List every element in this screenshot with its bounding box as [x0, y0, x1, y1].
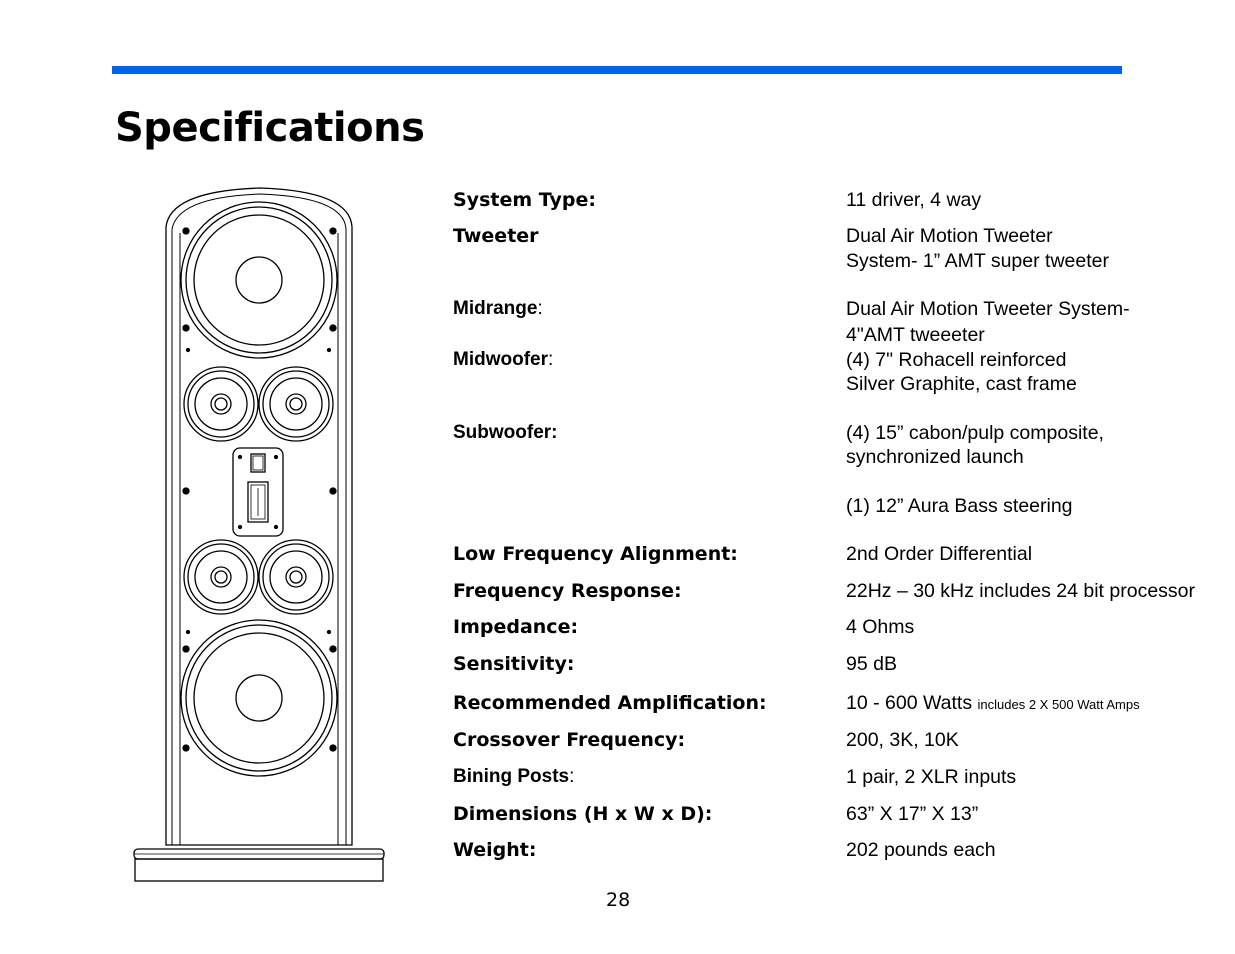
spec-value-subwoofer-line2: synchronized launch: [846, 446, 1024, 468]
cabinet-outline: [165, 187, 353, 846]
spec-value-crossover-frequency: 200, 3K, 10K: [846, 729, 959, 751]
lower-midwoofers: [183, 539, 334, 615]
spec-label-dimensions: Dimensions (H x W x D):: [453, 803, 713, 825]
spec-value-impedance: 4 Ohms: [846, 616, 915, 638]
spec-label-low-frequency-alignment: Low Frequency Alignment:: [453, 543, 738, 565]
spec-label-midrange: Midrange:: [453, 298, 543, 319]
spec-value-system-type: 11 driver, 4 way: [846, 189, 982, 211]
spec-label-recommended-amplification: Recommended Amplification:: [453, 692, 767, 714]
tweeter-panel: [232, 447, 284, 537]
spec-label-midwoofer: Midwoofer:: [453, 349, 554, 370]
amplification-note: includes 2 X 500 Watt Amps: [977, 697, 1140, 712]
cabinet-inner-outline: [171, 193, 347, 846]
spec-value-midwoofer-line1: (4) 7" Rohacell reinforced: [846, 349, 1067, 371]
floorstanding-speaker-illustration-icon: [133, 187, 385, 882]
spec-value-midwoofer-line2: Silver Graphite, cast frame: [846, 373, 1077, 395]
page-number: 28: [606, 889, 631, 911]
top-accent-rule: [112, 66, 1122, 74]
spec-label-binding-posts: Bining Posts:: [453, 766, 575, 787]
spec-label-impedance: Impedance:: [453, 616, 579, 638]
spec-value-subwoofer-line1: (4) 15” cabon/pulp composite,: [846, 422, 1104, 444]
spec-value-midrange-line2: 4"AMT tweeeter: [846, 324, 985, 346]
spec-value-low-frequency-alignment: 2nd Order Differential: [846, 543, 1033, 565]
spec-label-weight: Weight:: [453, 839, 537, 861]
plinth: [133, 848, 385, 882]
spec-label-sensitivity: Sensitivity:: [453, 653, 575, 675]
upper-midwoofers: [183, 366, 334, 442]
spec-value-sensitivity: 95 dB: [846, 653, 897, 675]
spec-label-system-type: System Type:: [453, 189, 596, 211]
top-woofer: [180, 201, 338, 359]
spec-label-crossover-frequency: Crossover Frequency:: [453, 729, 686, 751]
page-title: Specifications: [115, 105, 425, 151]
spec-value-recommended-amplification: 10 - 600 Watts includes 2 X 500 Watt Amp…: [846, 692, 1140, 714]
spec-value-binding-posts: 1 pair, 2 XLR inputs: [846, 766, 1017, 788]
spec-value-subwoofer-line3: (1) 12” Aura Bass steering: [846, 495, 1073, 517]
spec-label-frequency-response: Frequency Response:: [453, 580, 682, 602]
spec-value-tweeter-line1: Dual Air Motion Tweeter: [846, 225, 1053, 247]
bottom-woofer: [180, 619, 338, 777]
spec-value-frequency-response: 22Hz – 30 kHz includes 24 bit processor: [846, 580, 1196, 602]
spec-value-tweeter-line2: System- 1” AMT super tweeter: [846, 250, 1109, 272]
spec-value-midrange-line1: Dual Air Motion Tweeter System-: [846, 298, 1130, 320]
spec-label-tweeter: Tweeter: [453, 225, 539, 247]
spec-label-subwoofer: Subwoofer:: [453, 422, 558, 443]
spec-value-weight: 202 pounds each: [846, 839, 996, 861]
spec-value-dimensions: 63” X 17” X 13”: [846, 803, 979, 825]
